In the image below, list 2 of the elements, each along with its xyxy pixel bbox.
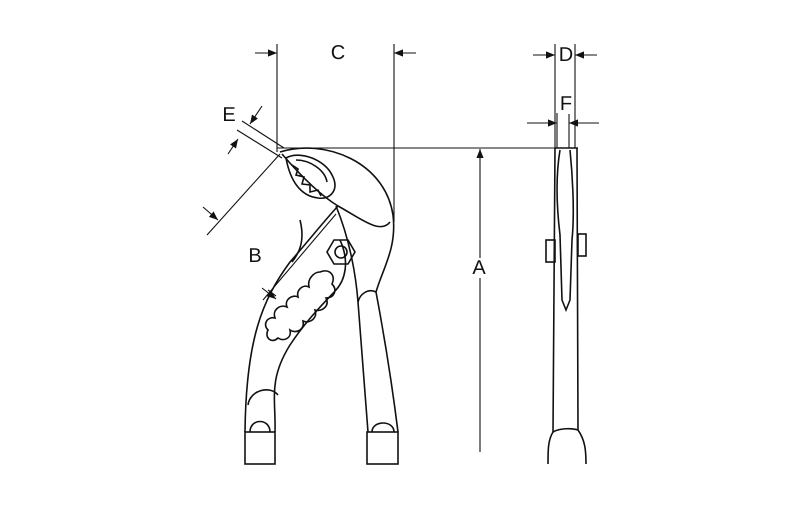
dimension-label: A	[471, 258, 487, 278]
dimension-label: F	[558, 94, 574, 114]
